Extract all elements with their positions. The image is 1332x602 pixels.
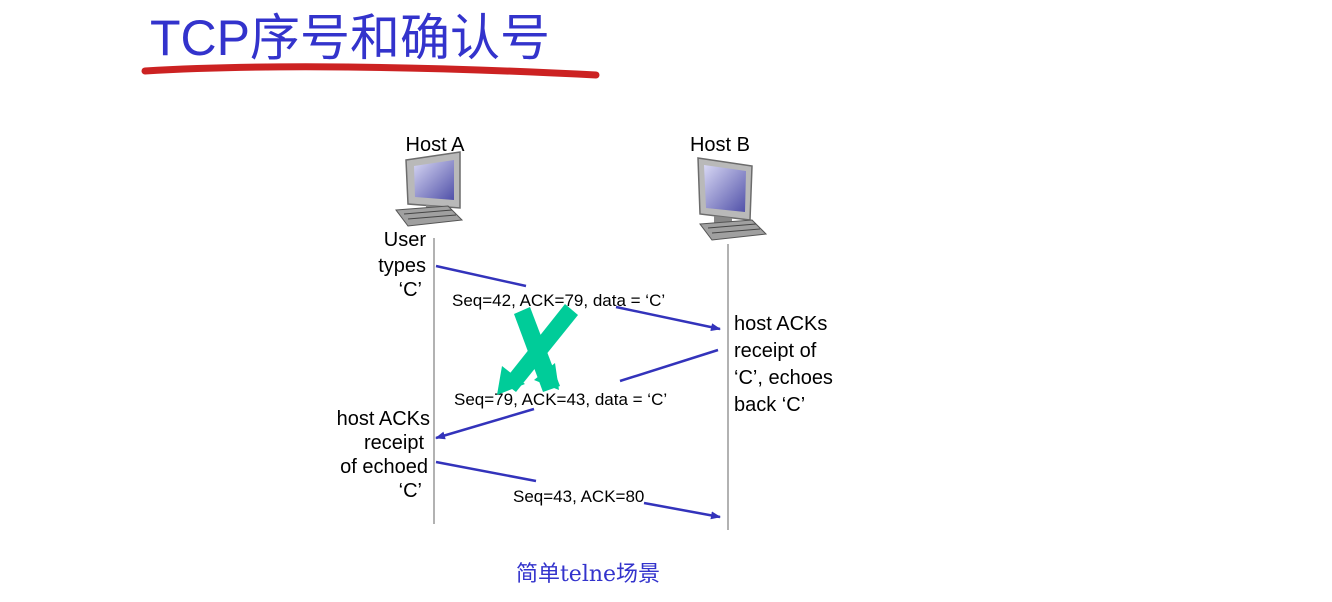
host-b-note-acks-echo: host ACKs receipt of ‘C’, echoes back ‘C…	[734, 313, 833, 416]
diagram-caption: 简单telne场景	[516, 562, 660, 587]
title-underline	[141, 63, 600, 79]
message-arrow-3	[435, 460, 721, 520]
note-line: User	[384, 229, 427, 251]
note-line: of echoed	[340, 456, 428, 478]
host-a-label: Host A	[406, 134, 466, 156]
message-label-3: Seq=43, ACK=80	[513, 487, 644, 506]
message-arrow-2	[435, 348, 719, 440]
host-a-note-user-types: User types ‘C’	[378, 229, 426, 301]
host-b-label: Host B	[690, 134, 750, 156]
note-line: host ACKs	[734, 313, 827, 335]
note-line: ‘C’, echoes	[734, 367, 833, 389]
note-line: back ‘C’	[734, 394, 805, 416]
computer-icon	[697, 157, 768, 241]
host-a-note-acks-echoed: host ACKs receipt of echoed ‘C’	[337, 408, 430, 502]
note-line: receipt of	[734, 340, 817, 362]
note-line: receipt	[364, 432, 424, 454]
slide-title: TCP序号和确认号	[150, 10, 550, 66]
note-line: ‘C’	[399, 480, 422, 502]
computer-icon	[395, 151, 464, 227]
note-line: ‘C’	[399, 279, 422, 301]
cross-mark-icon	[497, 304, 578, 395]
note-line: types	[378, 255, 426, 277]
message-arrow-1	[435, 264, 721, 332]
note-line: host ACKs	[337, 408, 430, 430]
message-label-1: Seq=42, ACK=79, data = ‘C’	[452, 291, 665, 310]
message-label-2: Seq=79, ACK=43, data = ‘C’	[454, 390, 667, 409]
